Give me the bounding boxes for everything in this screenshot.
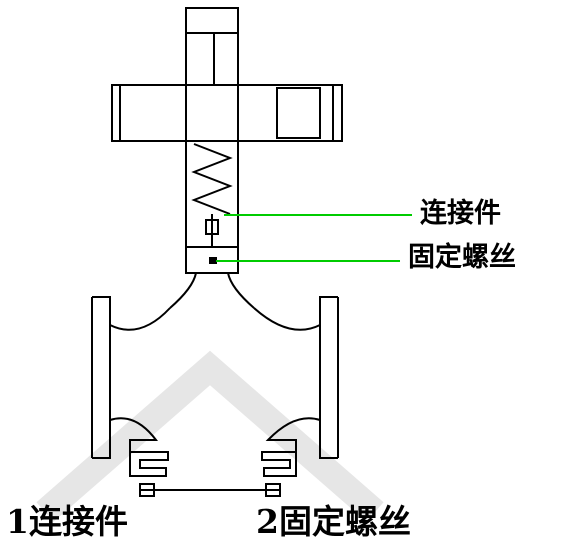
caption-item-2: 2固定螺丝 xyxy=(256,502,411,541)
watermark-chevron xyxy=(36,350,384,522)
valve-body-left xyxy=(91,296,171,459)
actuator-top-cap xyxy=(185,7,239,34)
caption-item-1: 1连接件 xyxy=(6,502,128,541)
fixing-screw-part xyxy=(209,257,217,264)
fixing-screw-callout: 固定螺丝 xyxy=(408,242,516,273)
valve-neck xyxy=(169,272,255,309)
actuator-upper-column xyxy=(185,32,239,86)
bottom-left-bracket xyxy=(129,451,169,477)
actuator-right-block xyxy=(276,87,321,139)
bottom-right-bracket xyxy=(261,451,297,477)
actuator-crossbar xyxy=(111,84,343,142)
spring-coil xyxy=(191,143,233,215)
connector-callout: 连接件 xyxy=(420,198,501,229)
connector-part xyxy=(205,219,219,235)
